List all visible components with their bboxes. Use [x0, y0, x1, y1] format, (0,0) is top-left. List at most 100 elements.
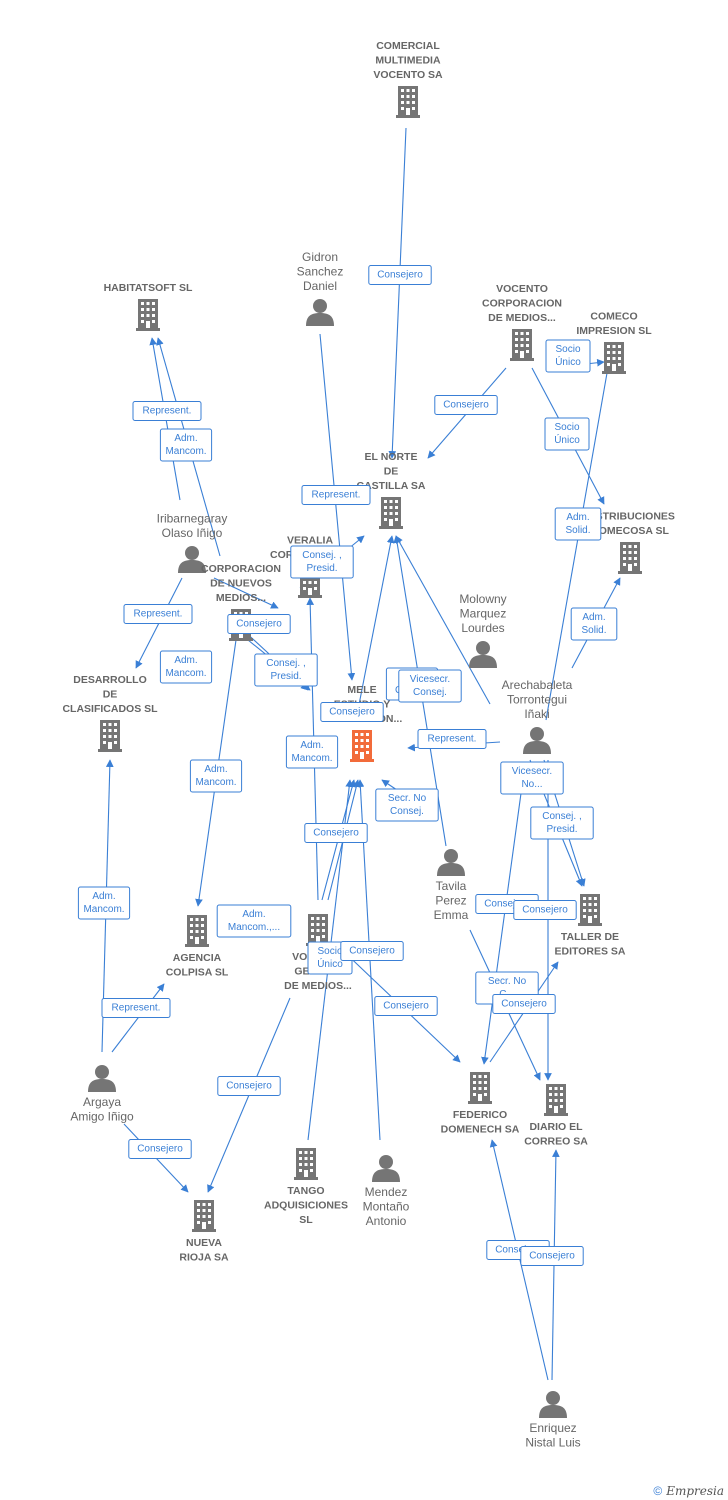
node-label: Marquez: [460, 607, 507, 621]
node-label: DIARIO EL: [529, 1121, 583, 1133]
edge-label[interactable]: Represent.: [417, 729, 487, 749]
edge-label[interactable]: Adm.Mancom.: [159, 650, 213, 684]
node-label: CORPORACION: [482, 298, 562, 310]
edge-label[interactable]: Adm.Mancom.: [77, 886, 131, 920]
edge-label[interactable]: Consejero: [368, 265, 432, 285]
edge-label[interactable]: Adm.Mancom.: [285, 735, 339, 769]
edge-label-text: Adm.: [582, 612, 605, 623]
node-label: Daniel: [303, 279, 337, 293]
edge-line: [319, 333, 356, 681]
building-icon: [98, 720, 122, 752]
edge-label[interactable]: Adm.Mancom.: [189, 759, 243, 793]
building-icon: [618, 542, 642, 574]
edge-label-box: [398, 669, 462, 703]
edge-label[interactable]: Consejero: [217, 1076, 281, 1096]
edge-label-text: Consejero: [137, 1144, 183, 1155]
edge-label-text: Presid.: [546, 824, 577, 835]
building-icon: [294, 1148, 318, 1180]
edge-label[interactable]: Consejero: [340, 941, 404, 961]
edge-label[interactable]: Consejero: [128, 1139, 192, 1159]
edge-label[interactable]: Adm.Solid.: [554, 507, 602, 541]
edge-label-box: [570, 607, 618, 641]
edge-label-box: [544, 417, 590, 451]
node-label: DE NUEVOS: [210, 578, 272, 590]
edge-label-text: Represent.: [143, 406, 192, 417]
edge-label[interactable]: Vicesecr. No...: [500, 761, 564, 795]
edge-label[interactable]: Consejero: [227, 614, 291, 634]
edge-label-text: Presid.: [270, 671, 301, 682]
building-icon: [602, 342, 626, 374]
edge-label-text: Mancom.,...: [228, 922, 280, 933]
edge-label[interactable]: Consejero: [320, 702, 384, 722]
edge-label-text: Consejero: [329, 707, 375, 718]
edge-label-box: [513, 900, 577, 920]
node-label: ADQUISICIONES: [264, 1200, 348, 1212]
node-label: Torrontegui: [507, 693, 567, 707]
edge-label[interactable]: Consejero: [374, 996, 438, 1016]
edge-label[interactable]: Consejero: [304, 823, 368, 843]
edge-label-text: Vicesecr.: [512, 766, 552, 777]
edge-label-text: Vicesecr.: [410, 674, 450, 685]
edge-label[interactable]: Consej. ,Presid.: [530, 806, 594, 840]
edge-label[interactable]: Adm.Mancom.: [159, 428, 213, 462]
node-label: Arechabaleta: [502, 678, 573, 692]
edge-label[interactable]: Consejero: [520, 1246, 584, 1266]
node-label: COLPISA SL: [166, 967, 229, 979]
edge-label-box: [216, 904, 292, 938]
edge-label[interactable]: Consej. ,Presid.: [290, 545, 354, 579]
edge-label-text: Solid.: [565, 525, 590, 536]
edge-label-box: [492, 994, 556, 1014]
edge-label-box: [189, 759, 243, 793]
edge-label-text: Consejero: [484, 899, 530, 910]
edge-label[interactable]: Represent.: [101, 998, 171, 1018]
edge-label-box: [217, 1076, 281, 1096]
edge-label[interactable]: Adm.Mancom.,...: [216, 904, 292, 938]
node-label: Antonio: [366, 1214, 407, 1228]
edge-label[interactable]: Consejero: [513, 900, 577, 920]
edge-label-text: Solid.: [581, 625, 606, 636]
edge-label-text: No...: [521, 779, 542, 790]
edge-label[interactable]: Consejero: [434, 395, 498, 415]
edge-label[interactable]: Represent.: [123, 604, 193, 624]
edge-label[interactable]: Consejero: [492, 994, 556, 1014]
edge-label-box: [530, 806, 594, 840]
edge-label[interactable]: Adm. Solid.: [570, 607, 618, 641]
edge-label-text: Consej. ,: [266, 658, 305, 669]
node-habitatsoft[interactable]: HABITATSOFT SL: [104, 282, 193, 331]
edge-label-text: Consejero: [313, 828, 359, 839]
edge-label[interactable]: Vicesecr.Consej.: [398, 669, 462, 703]
edge-label-box: [128, 1139, 192, 1159]
edge-label[interactable]: Consej. , Presid.: [254, 653, 318, 687]
footer: ©Empresia: [653, 1484, 724, 1498]
edge-label[interactable]: Represent.: [132, 401, 202, 421]
edge-label[interactable]: Represent.: [301, 485, 371, 505]
edge-label-text: Mancom.: [291, 753, 332, 764]
edge-label-text: Consejero: [529, 1251, 575, 1262]
brand-logo[interactable]: Empresia: [666, 1484, 724, 1498]
edge-label-text: Socio: [317, 946, 342, 957]
